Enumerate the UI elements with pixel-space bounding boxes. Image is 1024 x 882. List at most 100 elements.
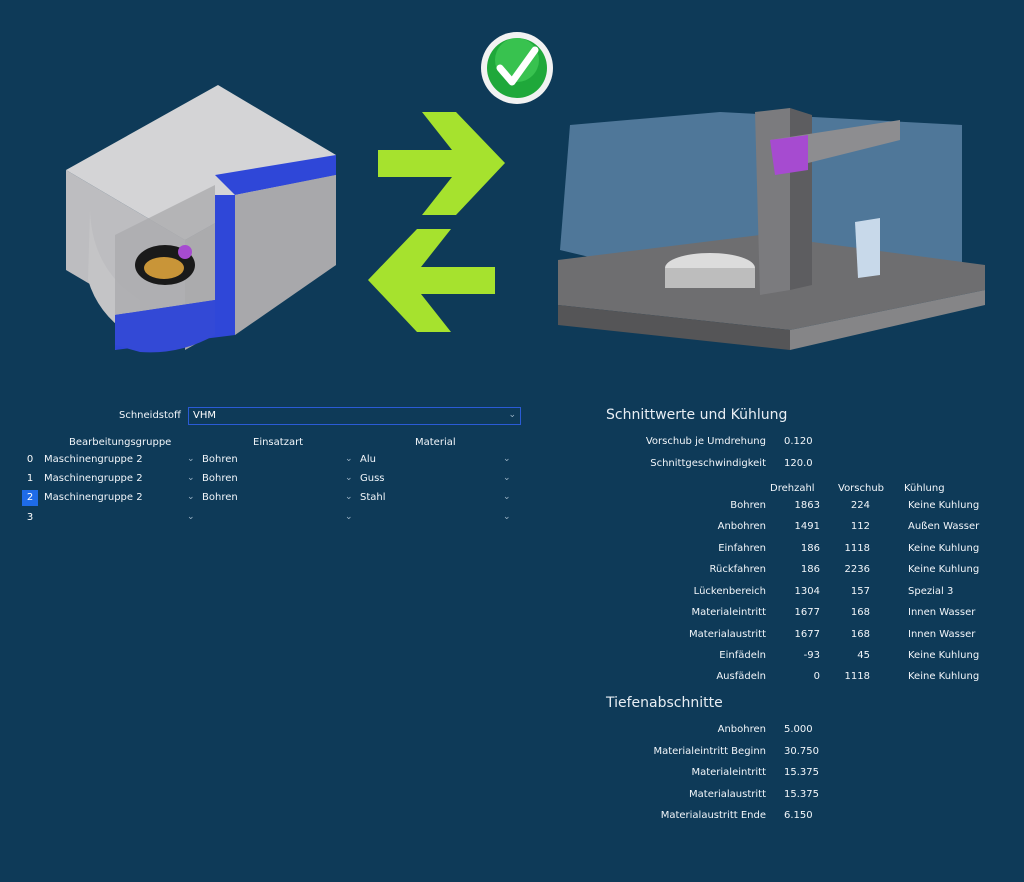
row-label: Materialaustritt — [689, 629, 766, 640]
machine-large-illustration — [558, 108, 985, 350]
header-group: Bearbeitungsgruppe — [69, 437, 172, 448]
cell-kuehlung[interactable]: Innen Wasser — [908, 629, 976, 640]
depth-value[interactable]: 15.375 — [784, 789, 819, 800]
cell-vorschub[interactable]: 157 — [850, 586, 870, 597]
machine-compact-illustration — [66, 85, 336, 353]
cell-vorschub[interactable]: 112 — [850, 521, 870, 532]
cell-vorschub[interactable]: 2236 — [844, 564, 870, 575]
depth-value[interactable]: 30.750 — [784, 746, 819, 757]
chevron-down-icon[interactable]: ⌄ — [503, 492, 511, 502]
schneidstoff-select[interactable]: VHM ⌄ — [188, 407, 521, 425]
schneidstoff-label: Schneidstoff — [119, 410, 181, 421]
depth-label: Anbohren — [717, 724, 766, 735]
cell-drehzahl[interactable]: 1677 — [794, 607, 820, 618]
cell-type[interactable]: Bohren — [202, 492, 238, 503]
cell-drehzahl[interactable]: 186 — [800, 564, 820, 575]
table-row: Einfahren 186 1118 Keine Kuhlung — [560, 543, 1000, 559]
vorschub-value[interactable]: 0.120 — [784, 436, 813, 447]
depth-label: Materialeintritt — [691, 767, 766, 778]
header-type: Einsatzart — [253, 437, 304, 448]
depth-label: Materialaustritt Ende — [660, 810, 766, 821]
cell-kuehlung[interactable]: Außen Wasser — [908, 521, 980, 532]
hero-illustration — [0, 0, 1024, 380]
chevron-down-icon[interactable]: ⌄ — [345, 454, 353, 464]
cell-type[interactable]: Bohren — [202, 454, 238, 465]
cell-drehzahl[interactable]: 1863 — [794, 500, 820, 511]
chevron-down-icon[interactable]: ⌄ — [503, 454, 511, 464]
cell-group[interactable]: Maschinengruppe 2 — [44, 492, 143, 503]
depth-label: Materialaustritt — [689, 789, 766, 800]
section-title-schnittwerte: Schnittwerte und Kühlung — [606, 407, 788, 423]
cell-drehzahl[interactable]: 1304 — [794, 586, 820, 597]
cell-material[interactable]: Alu — [360, 454, 376, 465]
schneidstoff-value: VHM — [193, 410, 216, 421]
row-index: 3 — [26, 512, 34, 523]
cell-kuehlung[interactable]: Innen Wasser — [908, 607, 976, 618]
col-header-drehzahl: Drehzahl — [770, 483, 815, 494]
schnitt-value[interactable]: 120.0 — [784, 458, 813, 469]
schnitt-label: Schnittgeschwindigkeit — [650, 458, 766, 469]
cell-kuehlung[interactable]: Keine Kuhlung — [908, 500, 980, 511]
list-item: Materialaustritt 15.375 — [560, 789, 860, 805]
cell-type[interactable]: Bohren — [202, 473, 238, 484]
cell-vorschub[interactable]: 224 — [850, 500, 870, 511]
depth-value[interactable]: 15.375 — [784, 767, 819, 778]
cell-material[interactable]: Guss — [360, 473, 385, 484]
chevron-down-icon[interactable]: ⌄ — [187, 512, 195, 522]
row-label: Materialeintritt — [691, 607, 766, 618]
table-row: Materialeintritt 1677 168 Innen Wasser — [560, 607, 1000, 623]
cell-vorschub[interactable]: 1118 — [844, 671, 870, 682]
table-row: Lückenbereich 1304 157 Spezial 3 — [560, 586, 1000, 602]
cell-group[interactable]: Maschinengruppe 2 — [44, 473, 143, 484]
cell-kuehlung[interactable]: Keine Kuhlung — [908, 543, 980, 554]
row-label: Rückfahren — [709, 564, 767, 575]
cell-vorschub[interactable]: 1118 — [844, 543, 870, 554]
row-label: Einfädeln — [719, 650, 766, 661]
list-item: Materialeintritt Beginn 30.750 — [560, 746, 860, 762]
row-index: 0 — [26, 454, 34, 465]
list-item: Materialeintritt 15.375 — [560, 767, 860, 783]
cell-vorschub[interactable]: 168 — [850, 607, 870, 618]
check-icon — [481, 32, 553, 104]
row-label: Lückenbereich — [693, 586, 766, 597]
chevron-down-icon[interactable]: ⌄ — [345, 512, 353, 522]
cell-kuehlung[interactable]: Keine Kuhlung — [908, 564, 980, 575]
arrow-left-icon — [368, 229, 495, 332]
depth-label: Materialeintritt Beginn — [653, 746, 766, 757]
row-index-selected: 2 — [22, 490, 38, 506]
cell-material[interactable]: Stahl — [360, 492, 386, 503]
table-row: Einfädeln -93 45 Keine Kuhlung — [560, 650, 1000, 666]
table-row: Ausfädeln 0 1118 Keine Kuhlung — [560, 671, 1000, 687]
section-title-tiefenabschnitte: Tiefenabschnitte — [606, 695, 723, 711]
list-item: Materialaustritt Ende 6.150 — [560, 810, 860, 826]
cell-vorschub[interactable]: 168 — [850, 629, 870, 640]
cell-kuehlung[interactable]: Keine Kuhlung — [908, 650, 980, 661]
cell-drehzahl[interactable]: 1677 — [794, 629, 820, 640]
cell-kuehlung[interactable]: Keine Kuhlung — [908, 671, 980, 682]
cell-drehzahl[interactable]: 186 — [800, 543, 820, 554]
chevron-down-icon[interactable]: ⌄ — [345, 492, 353, 502]
list-item: Anbohren 5.000 — [560, 724, 860, 740]
chevron-down-icon[interactable]: ⌄ — [187, 454, 195, 464]
cell-group[interactable]: Maschinengruppe 2 — [44, 454, 143, 465]
chevron-down-icon[interactable]: ⌄ — [187, 473, 195, 483]
chevron-down-icon[interactable]: ⌄ — [345, 473, 353, 483]
cell-drehzahl[interactable]: 0 — [813, 671, 820, 682]
col-header-kuehlung: Kühlung — [904, 483, 945, 494]
vorschub-label: Vorschub je Umdrehung — [645, 436, 766, 447]
table-row: Materialaustritt 1677 168 Innen Wasser — [560, 629, 1000, 645]
chevron-down-icon[interactable]: ⌄ — [503, 473, 511, 483]
chevron-down-icon: ⌄ — [508, 410, 516, 420]
chevron-down-icon[interactable]: ⌄ — [187, 492, 195, 502]
row-label: Einfahren — [718, 543, 766, 554]
cell-drehzahl[interactable]: 1491 — [794, 521, 820, 532]
cell-vorschub[interactable]: 45 — [857, 650, 870, 661]
row-label: Anbohren — [717, 521, 766, 532]
col-header-vorschub: Vorschub — [838, 483, 885, 494]
cell-kuehlung[interactable]: Spezial 3 — [908, 586, 954, 597]
depth-value[interactable]: 5.000 — [784, 724, 813, 735]
table-row: Rückfahren 186 2236 Keine Kuhlung — [560, 564, 1000, 580]
depth-value[interactable]: 6.150 — [784, 810, 813, 821]
chevron-down-icon[interactable]: ⌄ — [503, 512, 511, 522]
cell-drehzahl[interactable]: -93 — [803, 650, 820, 661]
